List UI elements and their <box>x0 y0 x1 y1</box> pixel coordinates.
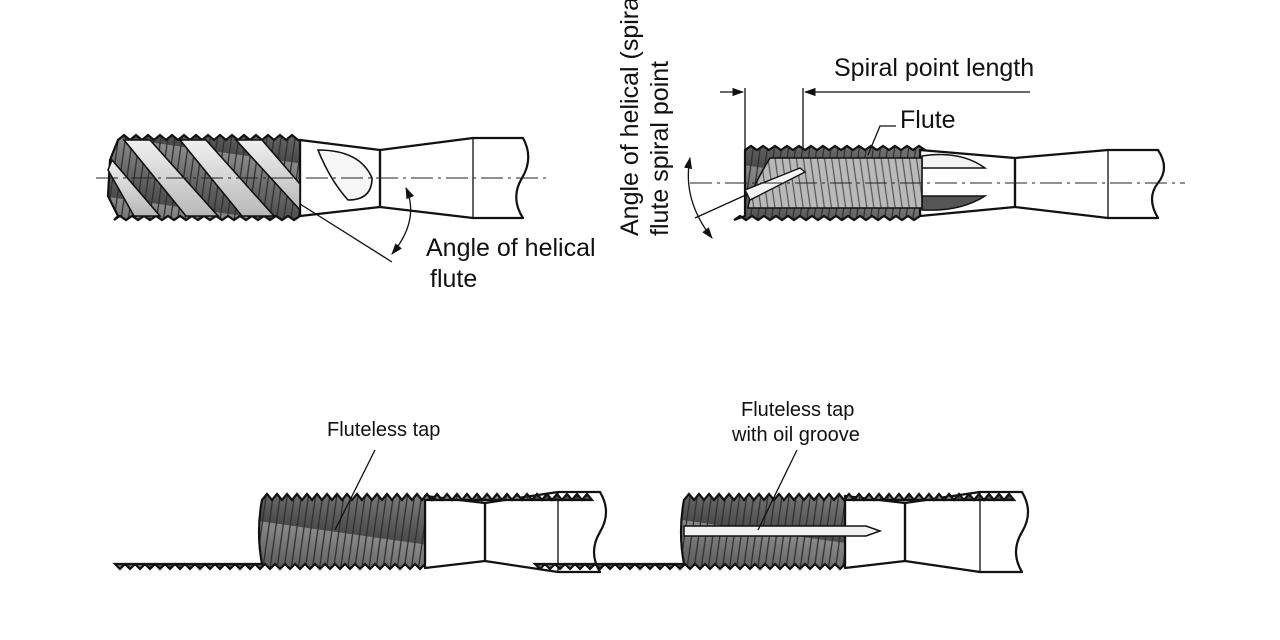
fluteless-leader <box>334 449 376 531</box>
fluteless-oil-label-2: with oil groove <box>731 424 860 446</box>
tap-shank <box>903 490 1030 574</box>
fluteless-oil-label-1: Fluteless tap <box>741 399 854 421</box>
spiral-point-cut <box>744 167 807 201</box>
oil-groove <box>683 525 883 537</box>
spiral-angle-line <box>694 193 749 219</box>
angle-helical-label-2: flute <box>430 265 477 293</box>
flute-runout-bottom <box>921 195 988 211</box>
spiral-point-length-label: Spiral point length <box>834 54 1034 82</box>
fluteless-tap <box>112 449 608 574</box>
flute-runout-top <box>921 153 988 169</box>
angle-spiral-label-1: Angle of helical (spiral) <box>616 0 644 236</box>
fluteless-oil-groove-tap <box>532 449 1030 574</box>
tap-neck <box>423 494 487 570</box>
tap-shank <box>483 490 608 574</box>
threaded-body <box>112 492 595 571</box>
spiral-flute-tap <box>96 133 550 263</box>
angle-spiral-label-2: flute spiral point <box>646 61 674 236</box>
spiral-point-tap <box>684 87 1185 239</box>
helix-angle-arc <box>391 186 414 255</box>
tap-shank <box>1013 148 1166 220</box>
fluteless-tap-label: Fluteless tap <box>327 419 440 441</box>
flute-label: Flute <box>900 106 956 134</box>
spiral-angle-arc <box>684 156 713 239</box>
angle-helical-label-1: Angle of helical <box>426 234 596 262</box>
flute-leader <box>867 125 896 156</box>
helix-extension-line <box>299 203 393 263</box>
oil-groove-leader <box>757 449 798 531</box>
helical-flutes <box>107 139 301 217</box>
flute-runout <box>316 149 373 201</box>
